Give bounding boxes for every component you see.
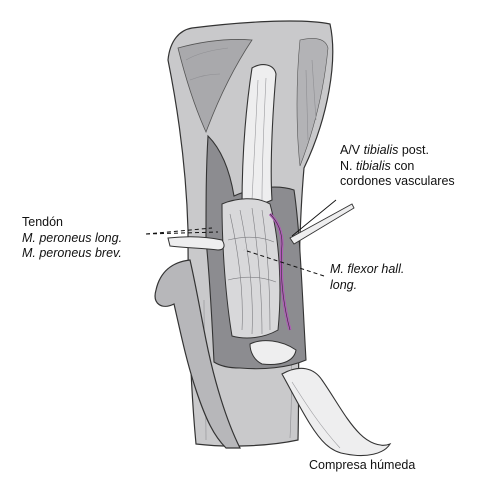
vessels-line1-suffix: post. bbox=[398, 143, 429, 157]
tendon-strip-upper bbox=[241, 64, 277, 207]
label-vessels-line3: cordones vasculares bbox=[340, 174, 455, 188]
muscle-belly bbox=[221, 198, 281, 339]
wet-compress bbox=[281, 367, 392, 457]
label-tendon-line3: M. peroneus brev. bbox=[22, 246, 122, 260]
probe-instrument bbox=[289, 203, 355, 245]
drape-fold-shadow-right bbox=[296, 38, 329, 167]
leader-lines bbox=[145, 199, 337, 277]
vessels-line2-suffix: con bbox=[390, 158, 415, 173]
label-vessels-line1: A/V tibialis post. bbox=[340, 143, 455, 159]
label-compress-text: Compresa húmeda bbox=[309, 458, 416, 472]
label-tendon-line2: M. peroneus long. bbox=[22, 230, 123, 245]
compress-fold-line bbox=[291, 381, 341, 449]
vessels-line1-italic: tibialis bbox=[363, 143, 399, 157]
leader-line-vessels bbox=[291, 199, 337, 237]
tendon-texture bbox=[251, 77, 267, 201]
vessels-line2-italic: tibialis bbox=[355, 158, 391, 173]
label-tendon-line1: Tendón bbox=[22, 215, 64, 229]
label-vessels-line2: N. tibialis con bbox=[340, 159, 455, 175]
leader-line-tendon bbox=[145, 231, 219, 235]
label-flexor-line1: M. flexor hall. bbox=[330, 262, 405, 276]
label-compress: Compresa húmeda bbox=[309, 458, 415, 474]
label-vessels: A/V tibialis post. N. tibialis con cordo… bbox=[340, 143, 455, 190]
leg-silhouette bbox=[154, 259, 241, 449]
tendon-lower bbox=[249, 340, 297, 365]
label-flexor-line2: long. bbox=[330, 277, 358, 292]
label-tendon: Tendón M. peroneus long. M. peroneus bre… bbox=[22, 215, 122, 262]
label-flexor: M. flexor hall. long. bbox=[330, 262, 404, 293]
muscle-fibers bbox=[227, 207, 277, 335]
vessels-line1-prefix: A/V bbox=[340, 143, 364, 157]
retractor-left bbox=[167, 236, 225, 251]
leader-line-flexor bbox=[243, 249, 325, 277]
vessels-line2-prefix: N. bbox=[340, 158, 356, 173]
drape-fold-shadow bbox=[177, 39, 253, 134]
vessel-loop-outline bbox=[269, 213, 291, 331]
